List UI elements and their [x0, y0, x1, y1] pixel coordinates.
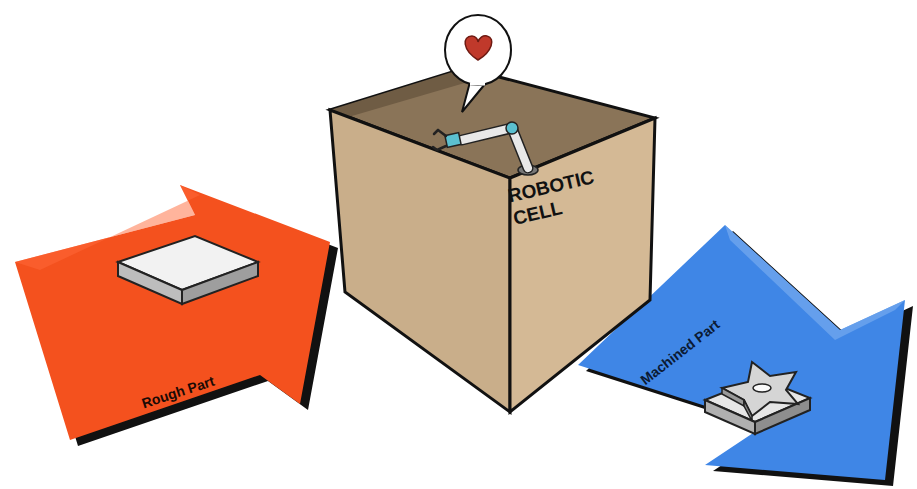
- diagram-stage: Rough PartROBOTIC CELLMachined Part: [0, 0, 917, 489]
- illustration: [0, 0, 917, 489]
